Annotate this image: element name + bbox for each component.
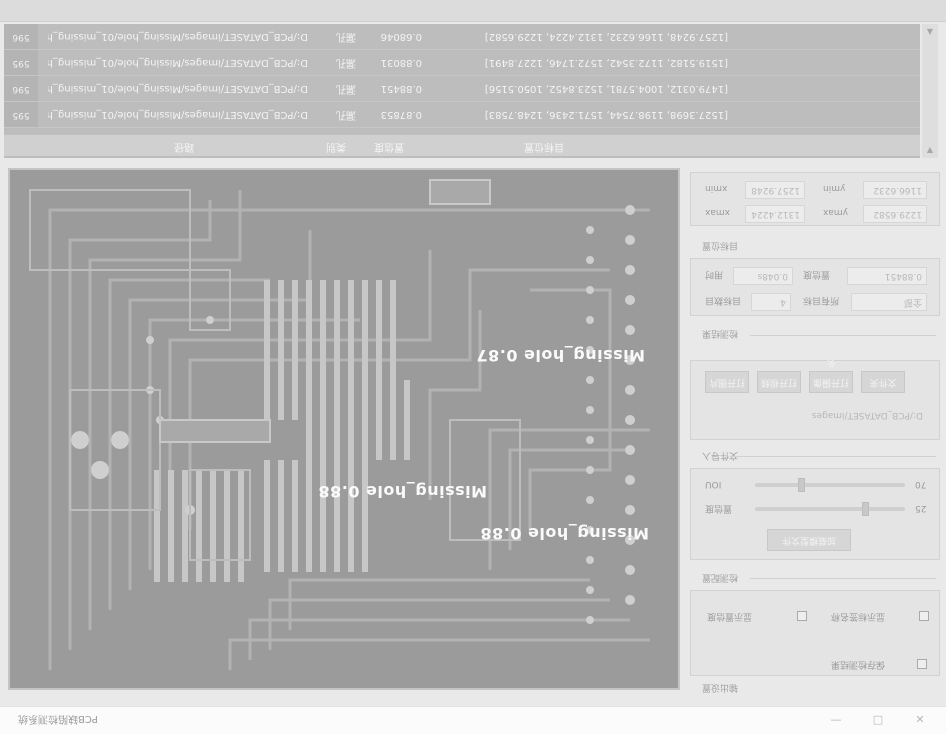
iou-label: IOU xyxy=(705,479,722,489)
row-confidence: 0.88451 xyxy=(380,83,422,94)
row-index: 595 xyxy=(4,50,38,75)
show-conf-label: 显示置信度 xyxy=(707,611,753,621)
row-index: 596 xyxy=(4,76,38,101)
save-result-checkbox[interactable] xyxy=(917,659,927,669)
ymin-label: ymin xyxy=(823,183,846,193)
row-type: 漏孔 xyxy=(336,83,356,94)
ymax-field[interactable]: 1229.6582 xyxy=(863,205,927,223)
confidence-label: 置信度 xyxy=(803,269,831,279)
window-title-bar: PCB缺陷检测系统 — □ ✕ xyxy=(0,706,946,734)
confidence-field: 0.88451 xyxy=(847,267,927,285)
window-top-strip xyxy=(0,0,946,22)
input-path-field[interactable]: D:/PCB_DATASET/images xyxy=(701,405,927,423)
table-header: 路径 类别 置信度 目标位置 xyxy=(4,134,920,156)
row-index: 596 xyxy=(4,24,38,49)
ymax-label: ymax xyxy=(823,207,848,217)
row-path: D:/PCB_DATASET/images/Missing_hole/01_mi… xyxy=(48,109,308,120)
row-path: D:/PCB_DATASET/images/Missing_hole/01_mi… xyxy=(48,83,308,94)
xmax-field[interactable]: 1312.4224 xyxy=(745,205,805,223)
output-group: 显示置信度 显示标签名称 保存检测结果 xyxy=(690,590,940,676)
row-box: [1479.0312, 1004.5781, 1523.8452, 1050.5… xyxy=(484,83,728,94)
input-group: 打开图片 打开视频 打开摄像头 文件夹 D:/PCB_DATASET/image… xyxy=(690,357,940,440)
show-label-checkbox[interactable] xyxy=(919,611,929,621)
iou-slider-handle[interactable] xyxy=(797,478,805,492)
result-group: 用时 0.048s 置信度 0.88451 目标数目 4 所有目标 全部 xyxy=(690,258,940,316)
open-camera-button[interactable]: 打开摄像头 xyxy=(809,357,853,393)
count-field: 4 xyxy=(751,293,791,311)
open-folder-button[interactable]: 文件夹 xyxy=(861,371,905,393)
row-box: [1519.5182, 1172.3542, 1572.1746, 1227.8… xyxy=(484,57,728,68)
all-targets-label: 所有目标 xyxy=(803,295,840,305)
conf-slider-handle[interactable] xyxy=(861,502,869,516)
header-path[interactable]: 路径 xyxy=(174,141,194,152)
open-video-button[interactable]: 打开视频 xyxy=(757,371,801,393)
show-conf-checkbox[interactable] xyxy=(797,611,807,621)
divider xyxy=(730,456,936,457)
row-index: 595 xyxy=(4,102,38,127)
row-path: D:/PCB_DATASET/images/Missing_hole/01_mi… xyxy=(48,57,308,68)
row-confidence: 0.68046 xyxy=(380,31,422,42)
close-icon[interactable]: ✕ xyxy=(915,713,925,726)
save-result-label: 保存检测结果 xyxy=(831,659,886,669)
xmax-label: xmax xyxy=(705,207,730,217)
scroll-down-icon[interactable]: ▲ xyxy=(926,145,934,154)
xmin-label: xmin xyxy=(705,183,728,193)
table-row[interactable]: 596 D:/PCB_DATASET/images/Missing_hole/0… xyxy=(4,76,920,102)
minimize-icon[interactable]: — xyxy=(830,713,842,726)
config-group-title: 检测配置 xyxy=(702,572,739,582)
time-field: 0.048s xyxy=(733,267,793,285)
show-label-label: 显示标签名称 xyxy=(831,611,886,621)
load-model-button[interactable]: 加载模型文件 xyxy=(767,529,851,551)
config-group: IOU 70 置信度 25 加载模型文件 xyxy=(690,468,940,560)
output-group-title: 输出设置 xyxy=(702,682,739,692)
row-path: D:/PCB_DATASET/images/Missing_hole/01_mi… xyxy=(48,31,308,42)
divider xyxy=(750,578,936,579)
conf-slider[interactable] xyxy=(755,502,905,516)
position-group-title: 目标位置 xyxy=(702,240,739,250)
row-type: 漏孔 xyxy=(336,31,356,42)
ymin-field[interactable]: 1166.6232 xyxy=(863,181,927,199)
pcb-board-image xyxy=(10,170,678,688)
row-type: 漏孔 xyxy=(336,109,356,120)
row-confidence: 0.87853 xyxy=(380,109,422,120)
iou-value: 70 xyxy=(915,479,927,489)
iou-slider[interactable] xyxy=(755,478,905,492)
time-label: 用时 xyxy=(705,269,724,279)
divider xyxy=(750,335,936,336)
row-box: [1527.3698, 1198.7544, 1571.2436, 1248.7… xyxy=(484,109,728,120)
header-box[interactable]: 目标位置 xyxy=(524,141,564,152)
defect-label: Missing_hole 0.88 xyxy=(318,482,488,501)
defect-label: Missing_hole 0.88 xyxy=(480,524,650,543)
row-type: 漏孔 xyxy=(336,57,356,68)
row-box: [1257.9248, 1166.6232, 1312.4224, 1229.6… xyxy=(484,31,728,42)
conf-threshold-value: 25 xyxy=(915,503,927,513)
header-confidence[interactable]: 置信度 xyxy=(374,141,404,152)
target-select[interactable]: 全部 xyxy=(851,293,927,311)
pcb-image-view: Missing_hole 0.87 Missing_hole 0.88 Miss… xyxy=(8,168,680,690)
result-group-title: 检测结果 xyxy=(702,328,739,338)
table-row[interactable]: 595 D:/PCB_DATASET/images/Missing_hole/0… xyxy=(4,102,920,128)
window-title: PCB缺陷检测系统 xyxy=(18,713,98,724)
conf-threshold-label: 置信度 xyxy=(705,503,733,513)
maximize-icon[interactable]: □ xyxy=(872,713,884,726)
count-label: 目标数目 xyxy=(705,295,742,305)
table-row[interactable]: 596 D:/PCB_DATASET/images/Missing_hole/0… xyxy=(4,24,920,50)
row-confidence: 0.88031 xyxy=(380,57,422,68)
control-panel: xmin 1257.9248 ymin 1166.6232 xmax 1312.… xyxy=(690,168,940,698)
open-image-button[interactable]: 打开图片 xyxy=(705,371,749,393)
position-group: xmin 1257.9248 ymin 1166.6232 xmax 1312.… xyxy=(690,172,940,226)
scroll-up-icon[interactable]: ▼ xyxy=(926,27,934,36)
xmin-field[interactable]: 1257.9248 xyxy=(745,181,805,199)
table-row[interactable]: 595 D:/PCB_DATASET/images/Missing_hole/0… xyxy=(4,50,920,76)
defect-label: Missing_hole 0.87 xyxy=(476,346,646,365)
header-type[interactable]: 类别 xyxy=(326,141,346,152)
table-scrollbar[interactable]: ▼ ▲ xyxy=(922,24,938,158)
